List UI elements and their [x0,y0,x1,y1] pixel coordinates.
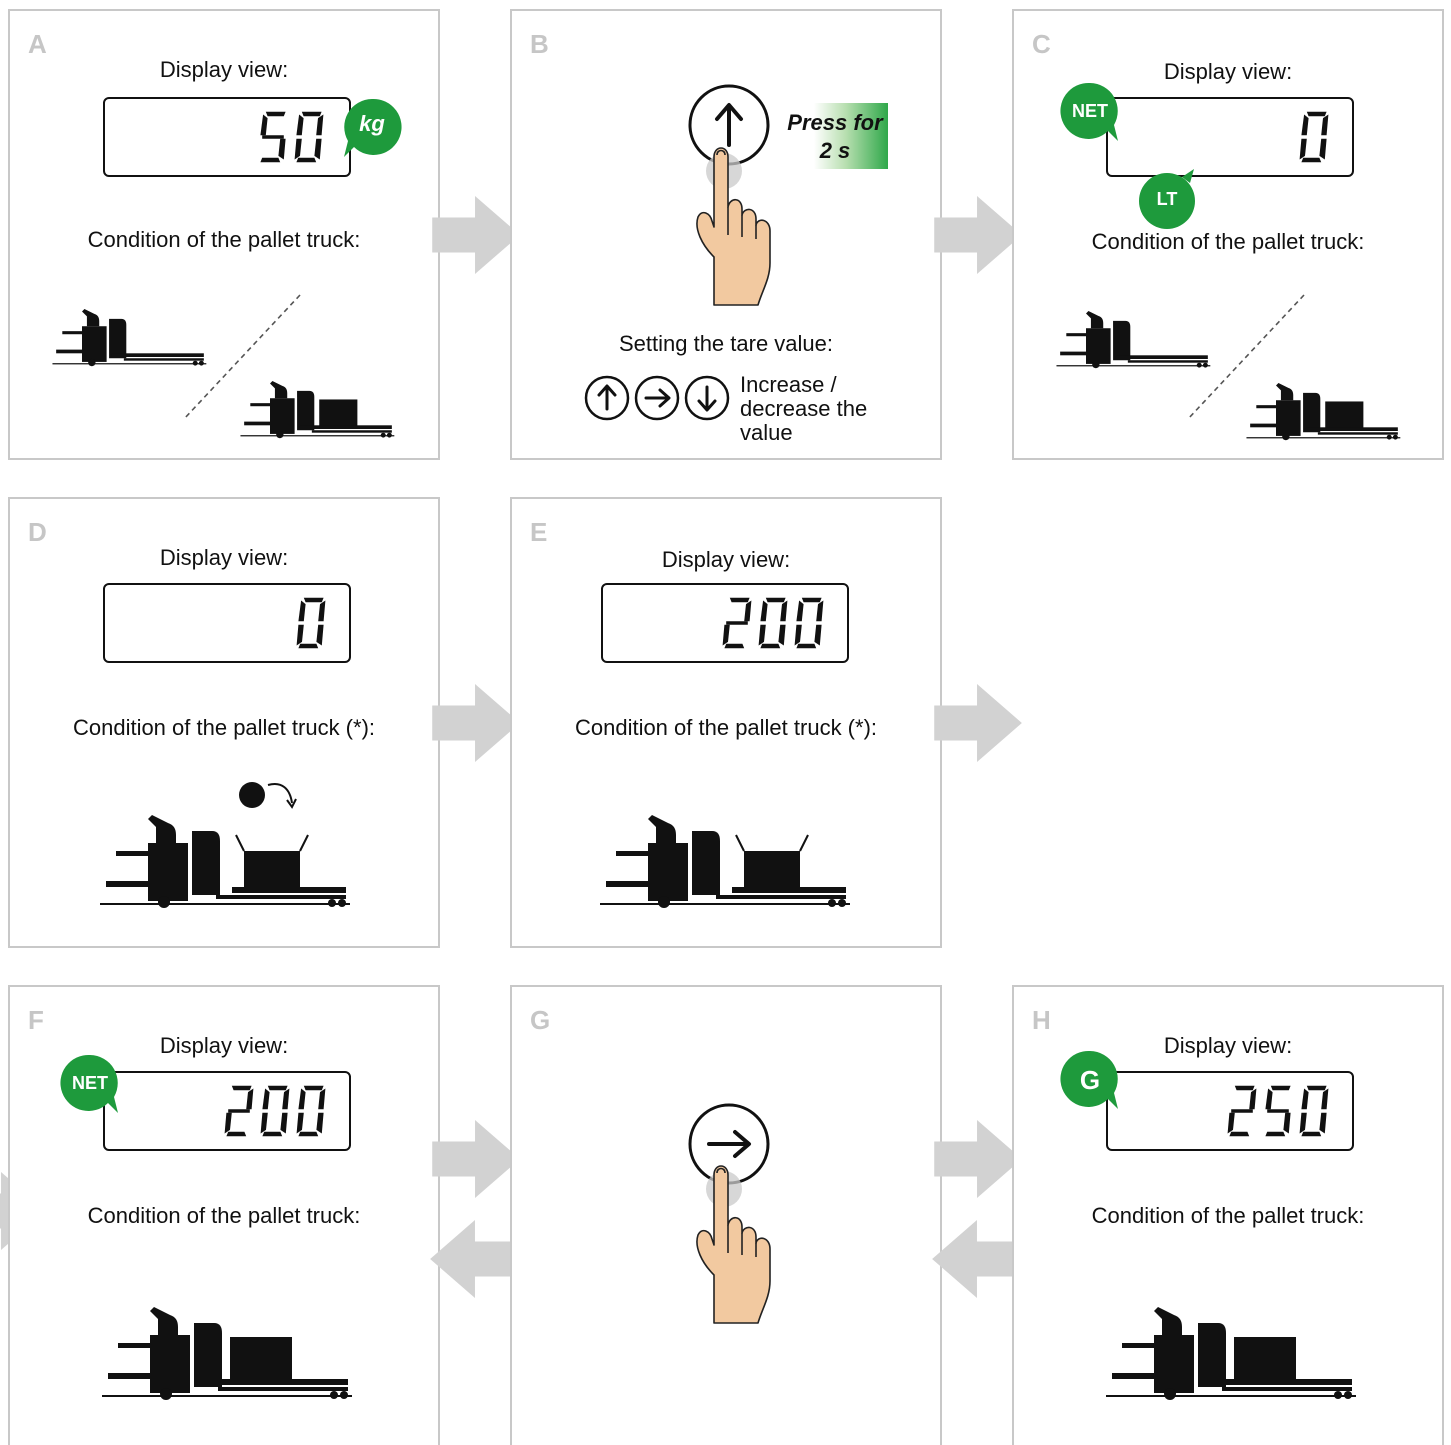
panel-a: A Display view: 50 kg Condition of the p… [8,9,440,460]
kg-badge-icon: kg [342,97,402,159]
load-ball-icon [239,782,297,809]
inc-dec-line-1: Increase / [740,372,837,397]
kg-badge-label: kg [359,111,385,136]
flow-arrow-icon [432,684,520,762]
flow-arrow-icon [934,684,1022,762]
g-badge-label: G [1079,1065,1101,1095]
net-badge-label: NET [1072,101,1108,121]
net-badge-label: NET [72,1073,108,1093]
display-label: Display view: [661,547,791,572]
panel-letter: F [28,1005,44,1035]
panel-letter: D [28,517,47,547]
divider-line [183,294,301,420]
panel-letter: E [530,517,548,547]
display-label: Display view: [159,545,289,570]
up-arrow-button-icon[interactable] [584,375,630,421]
down-arrow-button-icon[interactable] [684,375,730,421]
net-badge-icon: NET [1060,81,1120,143]
condition-label: Condition of the pallet truck: [87,227,361,252]
flow-arrow-icon [934,1120,1022,1198]
display-label: Display view: [1163,1033,1293,1058]
condition-label: Condition of the pallet truck (*): [72,715,376,740]
panel-f: F Display view: 200 NET Condition of the… [8,985,440,1445]
flow-arrow-icon [432,1120,520,1198]
pallet-truck-loaded-icon [238,371,398,439]
divider-line [1187,294,1305,420]
back-flow-arrow-icon [430,1220,518,1298]
panel-letter: H [1032,1005,1051,1035]
up-arrow-button-icon[interactable] [687,83,771,167]
pallet-truck-loaded-icon [1102,1291,1362,1401]
increase-decrease-text: Increase / decrease the value [740,373,867,445]
back-flow-arrow-icon [932,1220,1020,1298]
press-line-2: 2 s [819,138,851,163]
panel-e: E Display view: 200 Condition of the pal… [510,497,942,948]
panel-letter: B [530,29,549,59]
panel-letter: G [530,1005,551,1035]
panel-h: H Display view: 250 G Condition of the p… [1012,985,1444,1445]
panel-b: B Press for 2 s Setting the tare value: … [510,9,942,460]
net-badge-icon: NET [60,1053,120,1115]
condition-label: Condition of the pallet truck: [1091,229,1365,254]
pallet-truck-loaded-icon [98,1291,358,1401]
panel-c: C Display view: 0 NET LT Condition of th… [1012,9,1444,460]
pallet-truck-unloading-icon [96,799,356,909]
display-label: Display view: [159,57,289,82]
condition-label: Condition of the pallet truck: [1091,1203,1365,1228]
press-line-1: Press for [787,110,883,135]
inc-dec-line-2: decrease the [740,396,868,421]
panel-g: G [510,985,942,1445]
display-label: Display view: [159,1033,289,1058]
lcd-display: 0 [103,583,351,663]
lcd-display: 200 [103,1071,351,1151]
flow-arrow-icon [432,196,520,274]
lt-badge-icon: LT [1136,169,1198,231]
lcd-display: 250 [1106,1071,1354,1151]
finger-press-icon [682,137,772,317]
panel-letter: C [1032,29,1051,59]
display-label: Display view: [1163,59,1293,84]
lcd-display: 50 [103,97,351,177]
g-badge-icon: G [1060,1049,1120,1111]
finger-press-icon [682,1155,772,1335]
pallet-truck-open-box-icon [596,799,856,909]
inc-dec-line-3: value [740,420,793,445]
panel-d: D Display view: 0 Condition of the palle… [8,497,440,948]
press-duration-note: Press for 2 s [782,103,888,169]
lt-badge-label: LT [1156,189,1178,209]
pallet-truck-loaded-icon [1244,373,1404,441]
lcd-display: 0 [1106,97,1354,177]
right-arrow-button-icon[interactable] [634,375,680,421]
lcd-display: 200 [601,583,849,663]
condition-label: Condition of the pallet truck: [87,1203,361,1228]
condition-label: Condition of the pallet truck (*): [574,715,878,740]
flow-arrow-icon [934,196,1022,274]
tare-label: Setting the tare value: [618,331,834,356]
panel-letter: A [28,29,47,59]
